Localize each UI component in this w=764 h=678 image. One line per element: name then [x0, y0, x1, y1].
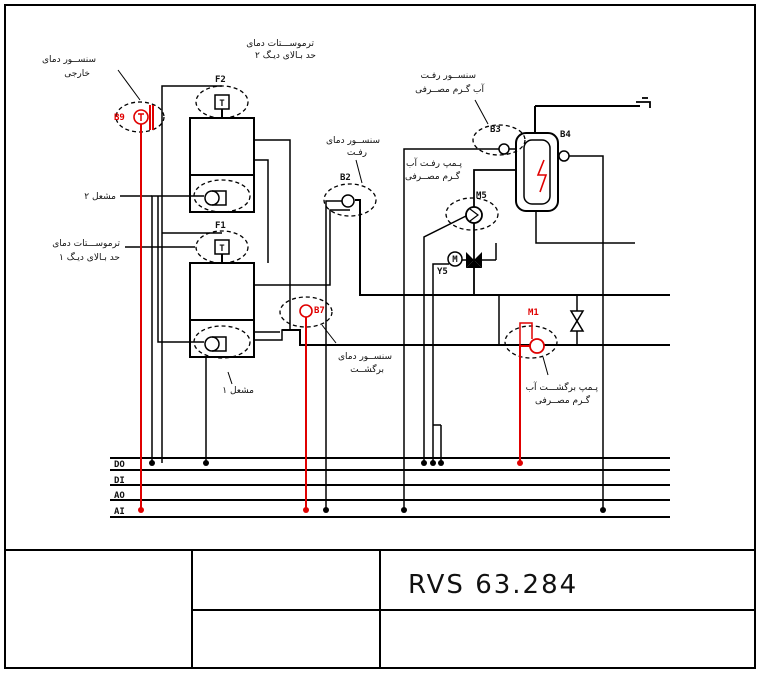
outdoor-sensor-label-2: خارجی: [64, 69, 90, 79]
thermostat2-label-1: ترموســـتات دمای: [246, 39, 314, 49]
dhw-heating-element: [536, 159, 548, 193]
boiler-piping: [254, 139, 350, 341]
bus-connection-dots: [149, 460, 209, 466]
thermostat1-label-2: حد بـالای دیـگ ۱: [59, 251, 120, 263]
tag-m5: M5: [476, 191, 487, 201]
dhw-flow-sensor-b3: [401, 124, 526, 513]
flow-sensor-label-1: سنســور دمای: [326, 136, 380, 146]
burner-2-symbol: [193, 179, 251, 213]
thermostat1-label-1: ترموســـتات دمای: [52, 239, 120, 249]
tag-f1: F1: [215, 221, 226, 231]
bypass-valve: [569, 295, 585, 345]
flow-header: [282, 199, 670, 346]
burner1-label: مشعل ۱: [222, 386, 254, 396]
motor-symbol: M: [452, 255, 458, 265]
tag-b7: B7: [314, 306, 325, 316]
tag-b3: B3: [490, 125, 501, 135]
outdoor-sensor-label-1: سنســور دمای: [42, 55, 96, 65]
dhw-flow-sensor-label-2: آب گـرم مصــرفی: [415, 83, 484, 95]
return-sensor-label-1: سنســور دمای: [338, 352, 392, 362]
return-sensor-label-2: برگشــت: [350, 363, 384, 375]
thermostat-f1: T: [195, 230, 249, 264]
dhw-return-pump-m1: [498, 295, 558, 466]
tag-b9: B9: [114, 113, 125, 123]
flow-sensor-label-2: رفـت: [347, 148, 367, 158]
bus-label-ai: AI: [114, 507, 125, 517]
thermostat-f2: T: [195, 85, 249, 119]
tag-y5: Y5: [437, 267, 448, 277]
sensor-b4-symbol: [558, 150, 570, 162]
dhw-flow-pump-label-1: پـمپ رفـت آب: [406, 157, 462, 169]
dhw-return-pump-label-2: گـرم مصــرفی: [535, 394, 591, 406]
thermostat2-label-2: حد بـالای دیـگ ۲: [255, 49, 316, 61]
boiler-wiring: [120, 85, 222, 463]
flow-sensor-b2: [323, 183, 377, 513]
thermostat-f2-symbol: T: [219, 99, 225, 109]
boiler-1: [189, 262, 255, 358]
mixing-valve-y5: M: [430, 243, 497, 466]
bus-label-di: DI: [114, 476, 125, 486]
burner2-label: مشعل ۲: [84, 192, 116, 202]
outdoor-sensor-b9: [115, 101, 165, 513]
dhw-flow-sensor-label-1: سنســور رفـت: [420, 71, 476, 81]
model-number: RVS 63.284: [408, 570, 578, 600]
boiler-2: [189, 117, 255, 213]
dhw-return-pump-label-1: پـمپ برگشـــت آب: [526, 381, 599, 393]
drawing-frame: [4, 4, 756, 669]
bus-lines: [110, 457, 670, 518]
tag-b2: B2: [340, 173, 351, 183]
bus-label-do: DO: [114, 460, 125, 470]
thermostat-f1-symbol: T: [219, 244, 225, 254]
faucet-icon: [636, 97, 651, 108]
tag-m1: M1: [528, 308, 539, 318]
return-sensor-b7: [279, 296, 333, 513]
bus-label-ao: AO: [114, 491, 125, 501]
tag-b4: B4: [560, 130, 571, 140]
tag-f2: F2: [215, 75, 226, 85]
dhw-flow-pump-label-2: گـرم مصــرفی: [405, 170, 461, 182]
dhw-tank-b4: [515, 105, 640, 244]
dhw-flow-pump-m5: [421, 169, 516, 466]
